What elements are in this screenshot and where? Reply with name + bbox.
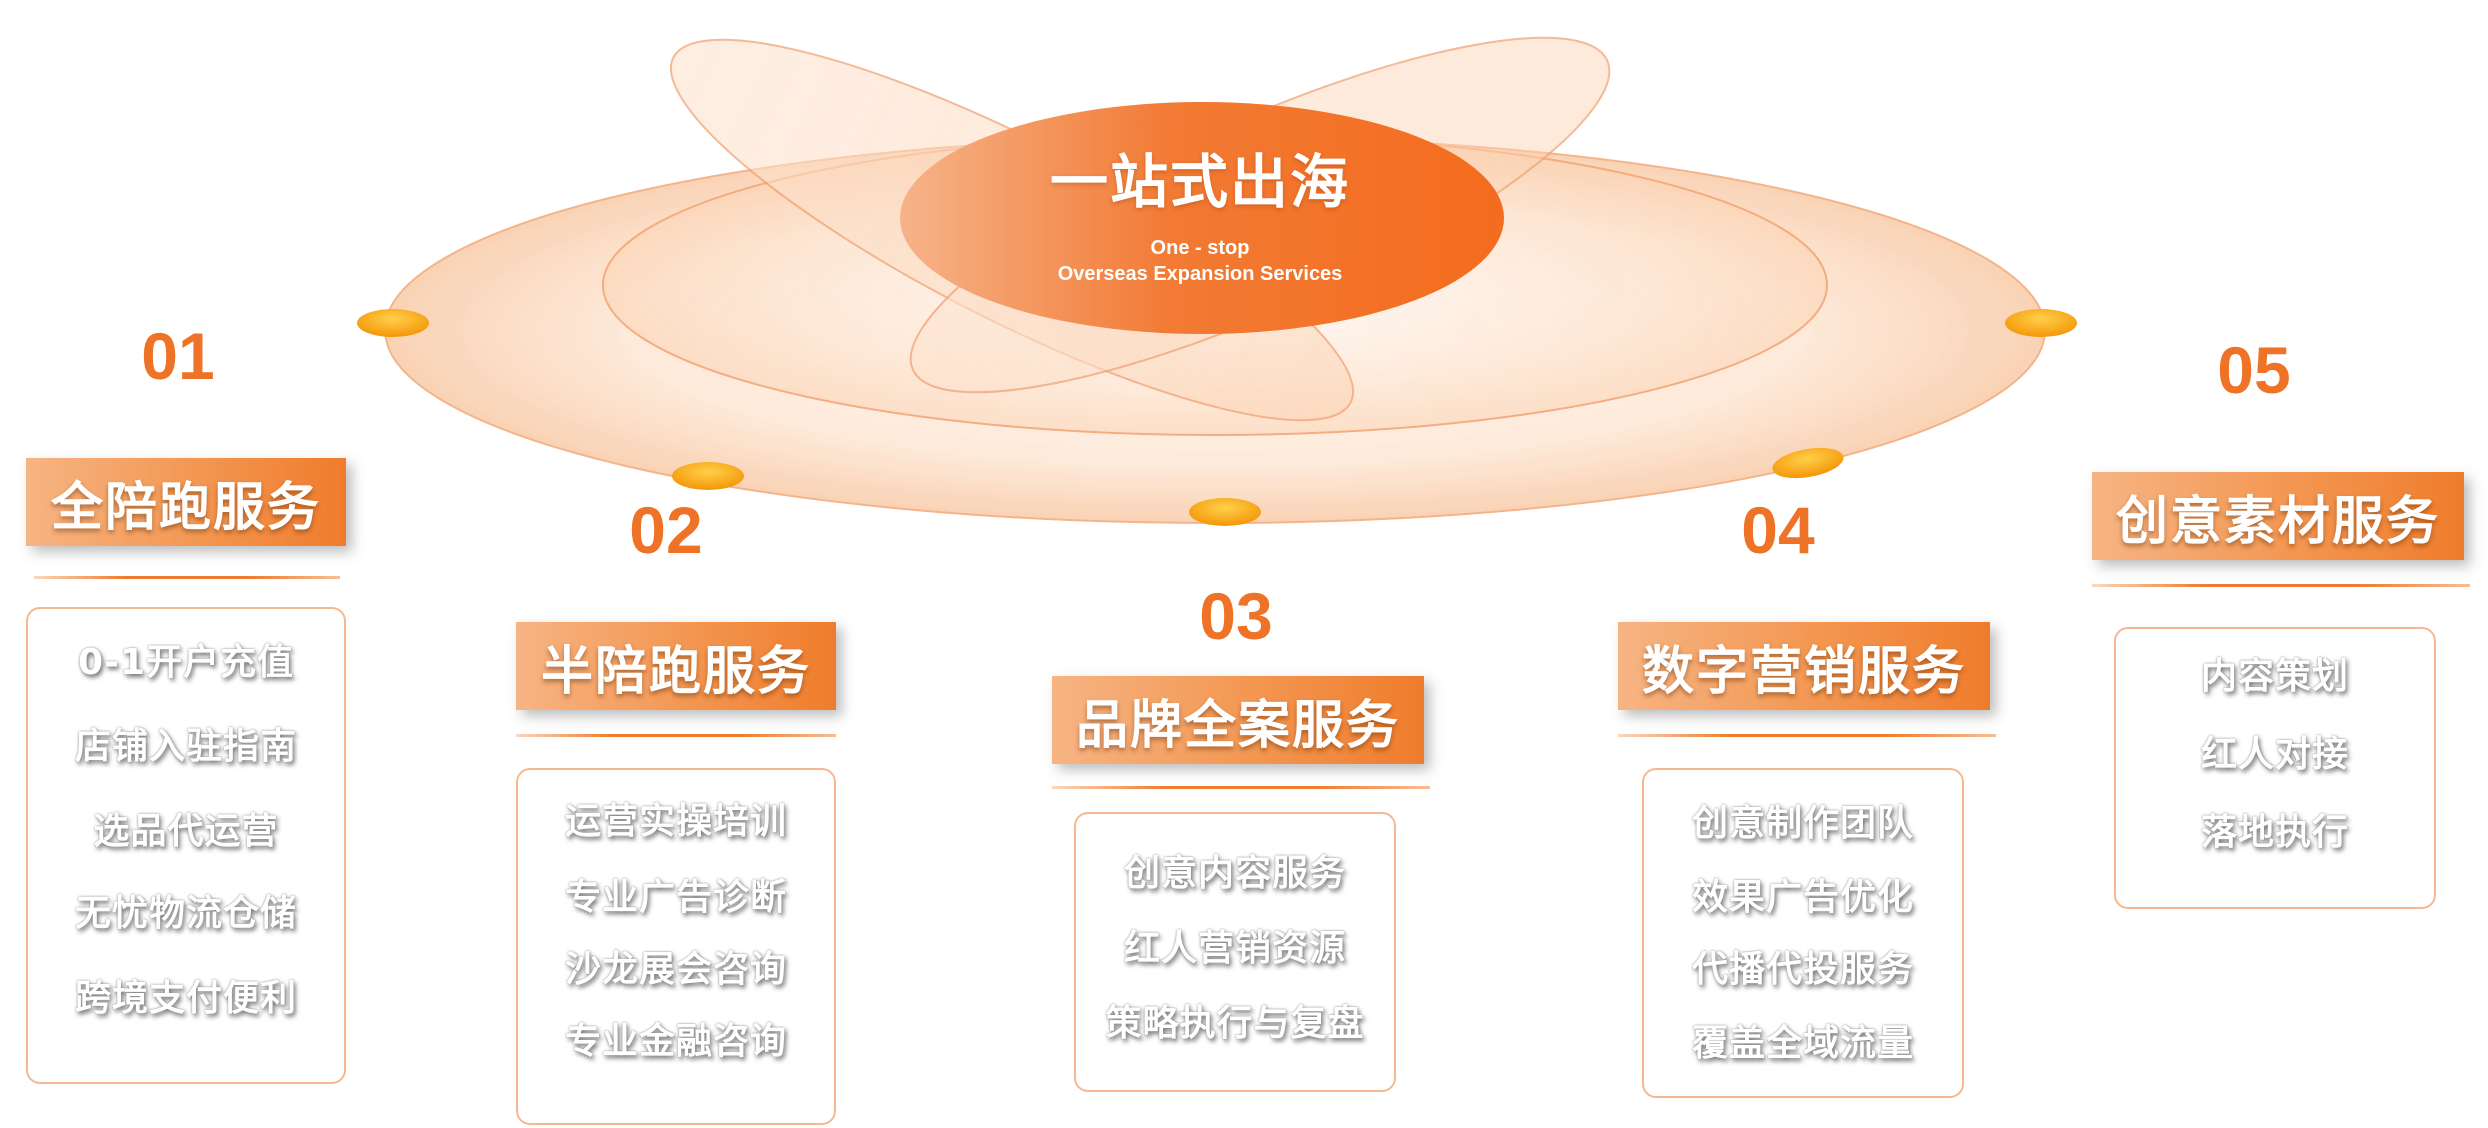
service-title-01: 全陪跑服务 [26, 458, 346, 546]
hub-title: 一站式出海 [1049, 148, 1350, 216]
orbit-dot-4 [1772, 447, 1844, 479]
orbit-dot-5 [2005, 309, 2077, 337]
list-item: 无忧物流仓储 [74, 893, 297, 934]
list-item: 运营实操培训 [564, 801, 787, 842]
divider-03 [1052, 786, 1430, 789]
list-item: 效果广告优化 [1691, 877, 1914, 918]
hub-subtitle-line-2: Overseas Expansion Services [1057, 263, 1343, 285]
service-number-01: 01 [141, 319, 215, 393]
service-list-04: 创意制作团队 效果广告优化 代播代投服务 覆盖全域流量 [1642, 768, 1964, 1098]
list-item: 红人营销资源 [1123, 928, 1346, 969]
service-list-05: 内容策划 红人对接 落地执行 [2114, 627, 2436, 909]
service-number-03: 03 [1199, 579, 1273, 653]
divider-04 [1618, 734, 1996, 737]
service-list-02: 运营实操培训 专业广告诊断 沙龙展会咨询 专业金融咨询 [516, 768, 836, 1125]
list-item: 0-1开户充值 [77, 642, 295, 683]
list-item: 跨境支付便利 [74, 978, 297, 1019]
list-item: 沙龙展会咨询 [564, 949, 787, 990]
list-item: 创意制作团队 [1691, 803, 1914, 844]
service-number-05: 05 [2217, 333, 2291, 407]
list-item: 内容策划 [2200, 656, 2349, 697]
hub-ellipse [900, 102, 1504, 334]
service-list-01: 0-1开户充值 店铺入驻指南 选品代运营 无忧物流仓储 跨境支付便利 [26, 607, 346, 1084]
orbit-dot-1 [357, 309, 429, 337]
list-item: 落地执行 [2200, 812, 2349, 853]
orbit-dot-2 [672, 462, 744, 490]
orbit-dot-3 [1189, 498, 1261, 526]
hub-subtitle: One - stop Overseas Expansion Services [900, 235, 1500, 287]
list-item: 选品代运营 [93, 811, 279, 852]
service-title-05: 创意素材服务 [2092, 472, 2464, 560]
service-list-03: 创意内容服务 红人营销资源 策略执行与复盘 [1074, 812, 1396, 1092]
service-number-02: 02 [629, 493, 703, 567]
list-item: 覆盖全域流量 [1691, 1023, 1914, 1064]
list-item: 代播代投服务 [1691, 949, 1914, 990]
list-item: 店铺入驻指南 [74, 726, 297, 767]
hub-subtitle-line-1: One - stop [1150, 237, 1250, 259]
service-title-02: 半陪跑服务 [516, 622, 836, 710]
service-title-04: 数字营销服务 [1618, 622, 1990, 710]
divider-02 [516, 734, 836, 737]
list-item: 专业广告诊断 [564, 877, 787, 918]
list-item: 创意内容服务 [1123, 853, 1346, 894]
service-title-03: 品牌全案服务 [1052, 676, 1424, 764]
list-item: 红人对接 [2200, 734, 2349, 775]
list-item: 策略执行与复盘 [1105, 1003, 1365, 1044]
divider-01 [34, 576, 340, 579]
service-number-04: 04 [1741, 493, 1815, 567]
divider-05 [2092, 584, 2470, 587]
list-item: 专业金融咨询 [564, 1021, 787, 1062]
